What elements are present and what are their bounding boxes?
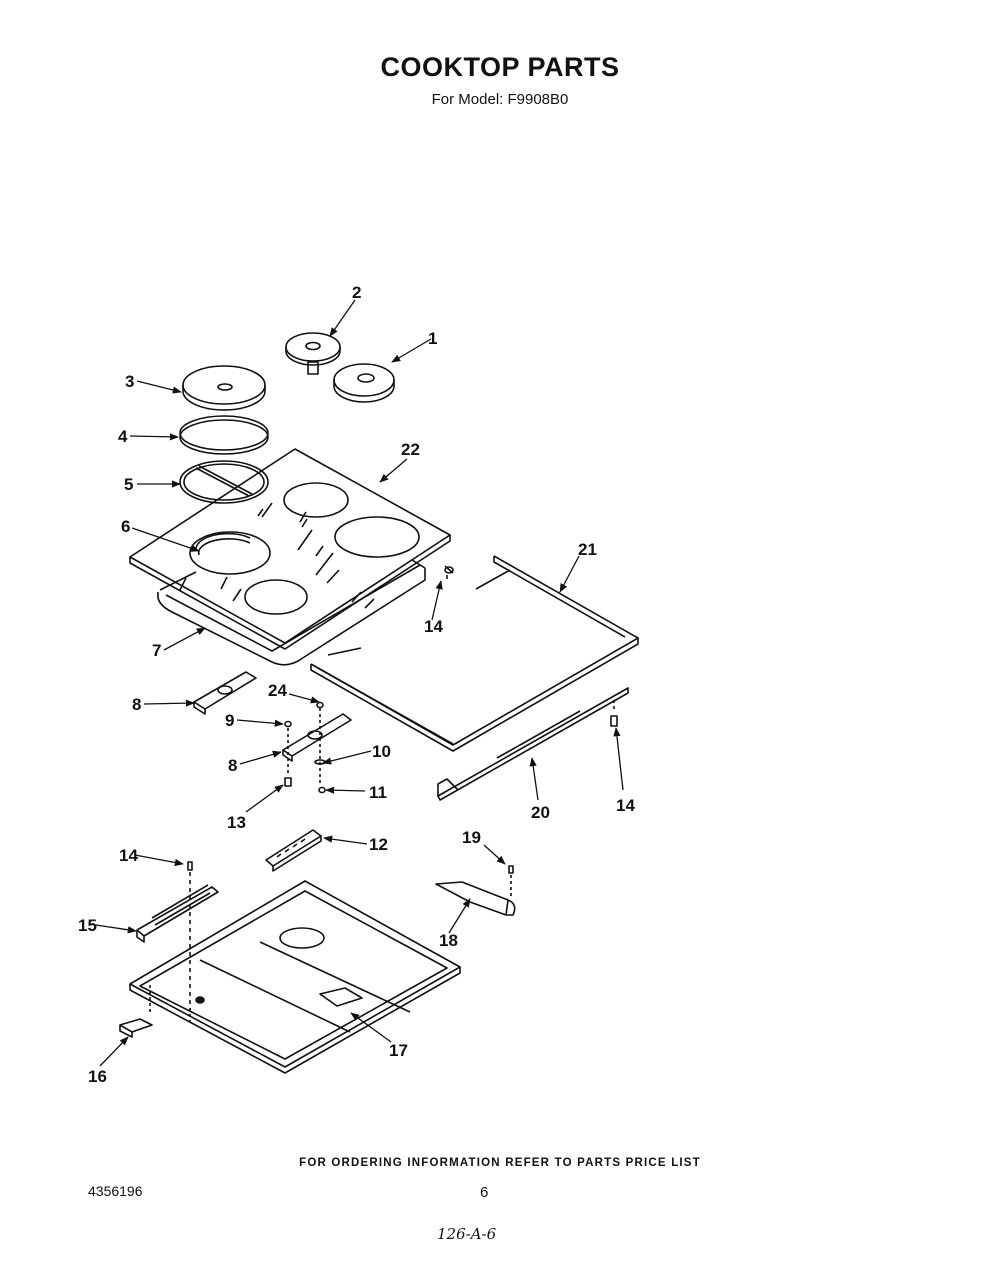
base-tray [129, 880, 461, 1074]
bracket-lower [282, 713, 352, 762]
bracket-upper [193, 671, 257, 715]
callout-20: 20 [531, 803, 550, 822]
support-ring [179, 460, 269, 504]
handwritten-note: 126-A-6 [437, 1225, 497, 1243]
callout-18: 18 [439, 931, 458, 950]
trim-frame [310, 555, 639, 752]
small-hardware [284, 701, 326, 794]
burner-cover [182, 365, 266, 411]
vent-duct [435, 881, 516, 916]
callout-8-upper: 8 [132, 695, 141, 714]
callout-21: 21 [578, 540, 597, 559]
callout-10: 10 [372, 742, 391, 761]
ordering-note: FOR ORDERING INFORMATION REFER TO PARTS … [299, 1157, 701, 1169]
callout-9: 9 [225, 711, 234, 730]
callout-16: 16 [88, 1067, 107, 1086]
document-number: 4356196 [88, 1183, 143, 1199]
leader-lines [95, 299, 624, 1067]
callout-22: 22 [401, 440, 420, 459]
callout-14-left: 14 [119, 846, 138, 865]
callout-24: 24 [268, 681, 287, 700]
callout-5: 5 [124, 475, 133, 494]
callout-12: 12 [369, 835, 388, 854]
callout-14-right: 14 [616, 796, 635, 815]
callout-13: 13 [227, 813, 246, 832]
cooktop-frame [157, 559, 426, 666]
callout-3: 3 [125, 372, 134, 391]
callout-17: 17 [389, 1041, 408, 1060]
surface-element-large [333, 363, 395, 403]
channel-12 [265, 829, 322, 872]
callout-4: 4 [118, 427, 128, 446]
surface-element-small [285, 332, 341, 375]
callout-1: 1 [428, 329, 437, 348]
callout-6: 6 [121, 517, 130, 536]
screws [187, 565, 618, 1010]
callout-11: 11 [369, 783, 387, 802]
lower-trim-strip [437, 687, 629, 801]
clip-16 [119, 985, 153, 1038]
callout-8-lower: 8 [228, 756, 237, 775]
callout-2: 2 [352, 283, 361, 302]
model-subtitle: For Model: F9908B0 [431, 91, 569, 108]
mounting-strip [136, 884, 219, 943]
trim-ring [179, 415, 269, 455]
glass-cooktop [129, 448, 451, 650]
callout-7: 7 [152, 641, 161, 660]
page-title: COOKTOP PARTS [380, 52, 620, 82]
page-number: 6 [480, 1184, 489, 1201]
callout-14-top: 14 [424, 617, 443, 636]
callout-15: 15 [78, 916, 97, 935]
callout-19: 19 [462, 828, 481, 847]
